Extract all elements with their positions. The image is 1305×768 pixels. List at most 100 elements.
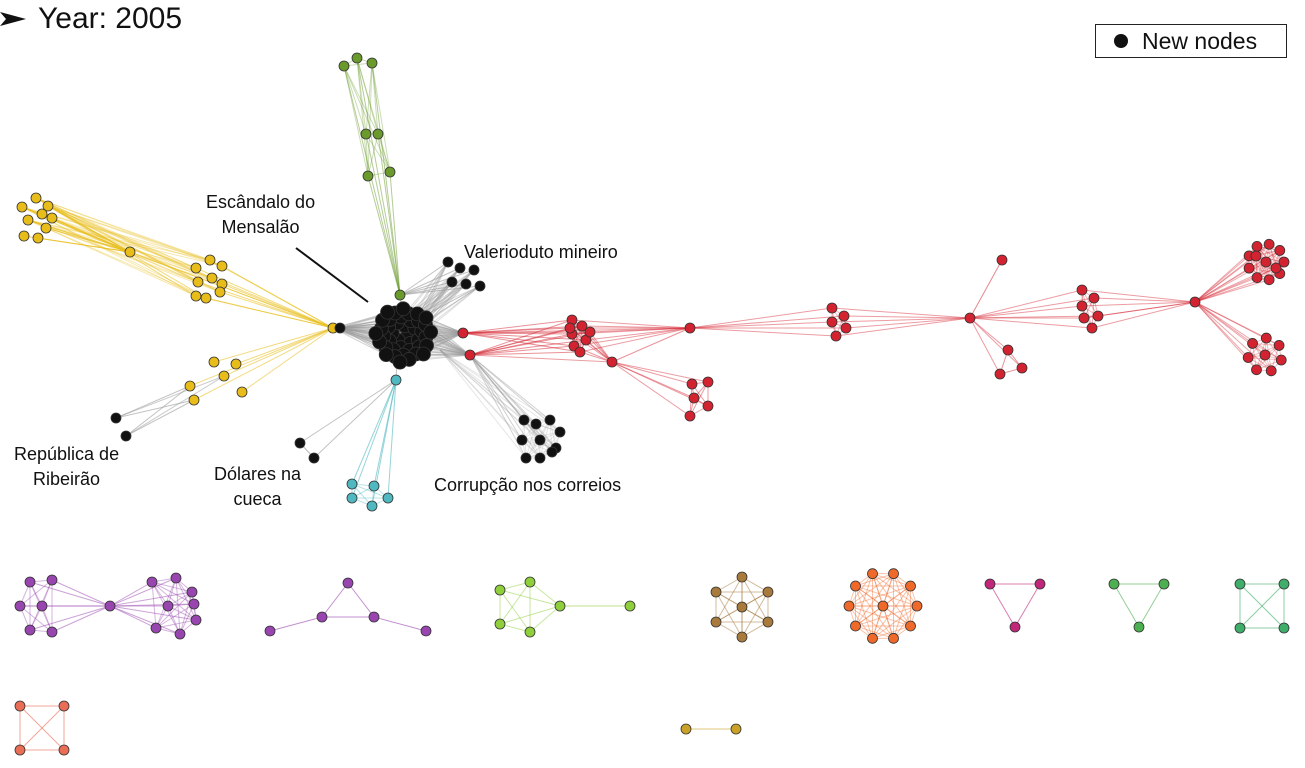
node: [711, 587, 721, 597]
node: [1089, 293, 1099, 303]
node: [1274, 340, 1284, 350]
label-line: República de: [14, 442, 119, 467]
node: [1003, 345, 1013, 355]
node: [31, 193, 41, 203]
node: [465, 350, 475, 360]
edge: [126, 386, 190, 436]
node: [369, 612, 379, 622]
node: [1252, 241, 1262, 251]
node: [59, 745, 69, 755]
node: [15, 701, 25, 711]
node: [495, 585, 505, 595]
node: [363, 171, 373, 181]
edge: [1114, 584, 1139, 627]
node: [831, 331, 841, 341]
label-corrupcao-correios: Corrupção nos correios: [434, 473, 621, 498]
node: [1248, 338, 1258, 348]
node: [703, 377, 713, 387]
node: [458, 328, 468, 338]
node: [547, 447, 557, 457]
node: [317, 612, 327, 622]
node: [763, 587, 773, 597]
edge: [970, 318, 1022, 368]
node: [1159, 579, 1169, 589]
node: [535, 435, 545, 445]
node: [985, 579, 995, 589]
edge: [374, 617, 426, 631]
edge: [52, 580, 110, 606]
node: [217, 261, 227, 271]
label-escandalo-mensalao: Escândalo do Mensalão: [206, 190, 315, 240]
node: [121, 431, 131, 441]
node: [1264, 239, 1274, 249]
edge: [970, 290, 1082, 318]
node: [878, 601, 888, 611]
node: [347, 479, 357, 489]
edge: [440, 350, 556, 448]
edge: [352, 380, 396, 484]
node: [689, 393, 699, 403]
edge: [990, 584, 1015, 627]
node: [1271, 263, 1281, 273]
node: [47, 575, 57, 585]
node: [15, 601, 25, 611]
node: [469, 265, 479, 275]
node: [535, 453, 545, 463]
node: [867, 569, 877, 579]
node: [867, 633, 877, 643]
edge: [126, 376, 224, 436]
node: [525, 577, 535, 587]
node: [889, 569, 899, 579]
node: [189, 599, 199, 609]
edge: [970, 318, 1000, 374]
node: [763, 617, 773, 627]
node: [889, 633, 899, 643]
edge: [214, 328, 333, 362]
node: [1190, 297, 1200, 307]
node: [555, 427, 565, 437]
node: [47, 627, 57, 637]
node: [519, 415, 529, 425]
node: [207, 273, 217, 283]
node: [1261, 333, 1271, 343]
edge: [530, 606, 560, 632]
node: [1093, 311, 1103, 321]
node: [827, 303, 837, 313]
node: [385, 167, 395, 177]
edge: [612, 328, 690, 362]
node: [295, 438, 305, 448]
node: [565, 323, 575, 333]
node: [737, 572, 747, 582]
node: [625, 601, 635, 611]
node: [339, 61, 349, 71]
edge: [1195, 280, 1269, 302]
node: [37, 601, 47, 611]
node: [687, 379, 697, 389]
edge: [224, 328, 333, 376]
node: [185, 381, 195, 391]
year-label: Year: 2005: [38, 2, 182, 36]
node: [711, 617, 721, 627]
node: [421, 626, 431, 636]
node: [681, 724, 691, 734]
edge: [190, 328, 333, 386]
node: [37, 209, 47, 219]
label-pointer-line: [296, 248, 368, 302]
nodes-layer: [15, 53, 1289, 755]
node: [521, 453, 531, 463]
edge: [470, 355, 612, 362]
node: [15, 745, 25, 755]
node: [607, 357, 617, 367]
node: [335, 323, 345, 333]
node: [424, 325, 438, 339]
arrow-icon: [0, 4, 34, 34]
node: [191, 263, 201, 273]
node: [23, 215, 33, 225]
node: [1266, 366, 1276, 376]
edge: [242, 328, 333, 392]
label-dolares-cueca: Dólares na cueca: [214, 462, 301, 512]
node: [1279, 623, 1289, 633]
node: [997, 255, 1007, 265]
node: [443, 257, 453, 267]
node: [850, 621, 860, 631]
